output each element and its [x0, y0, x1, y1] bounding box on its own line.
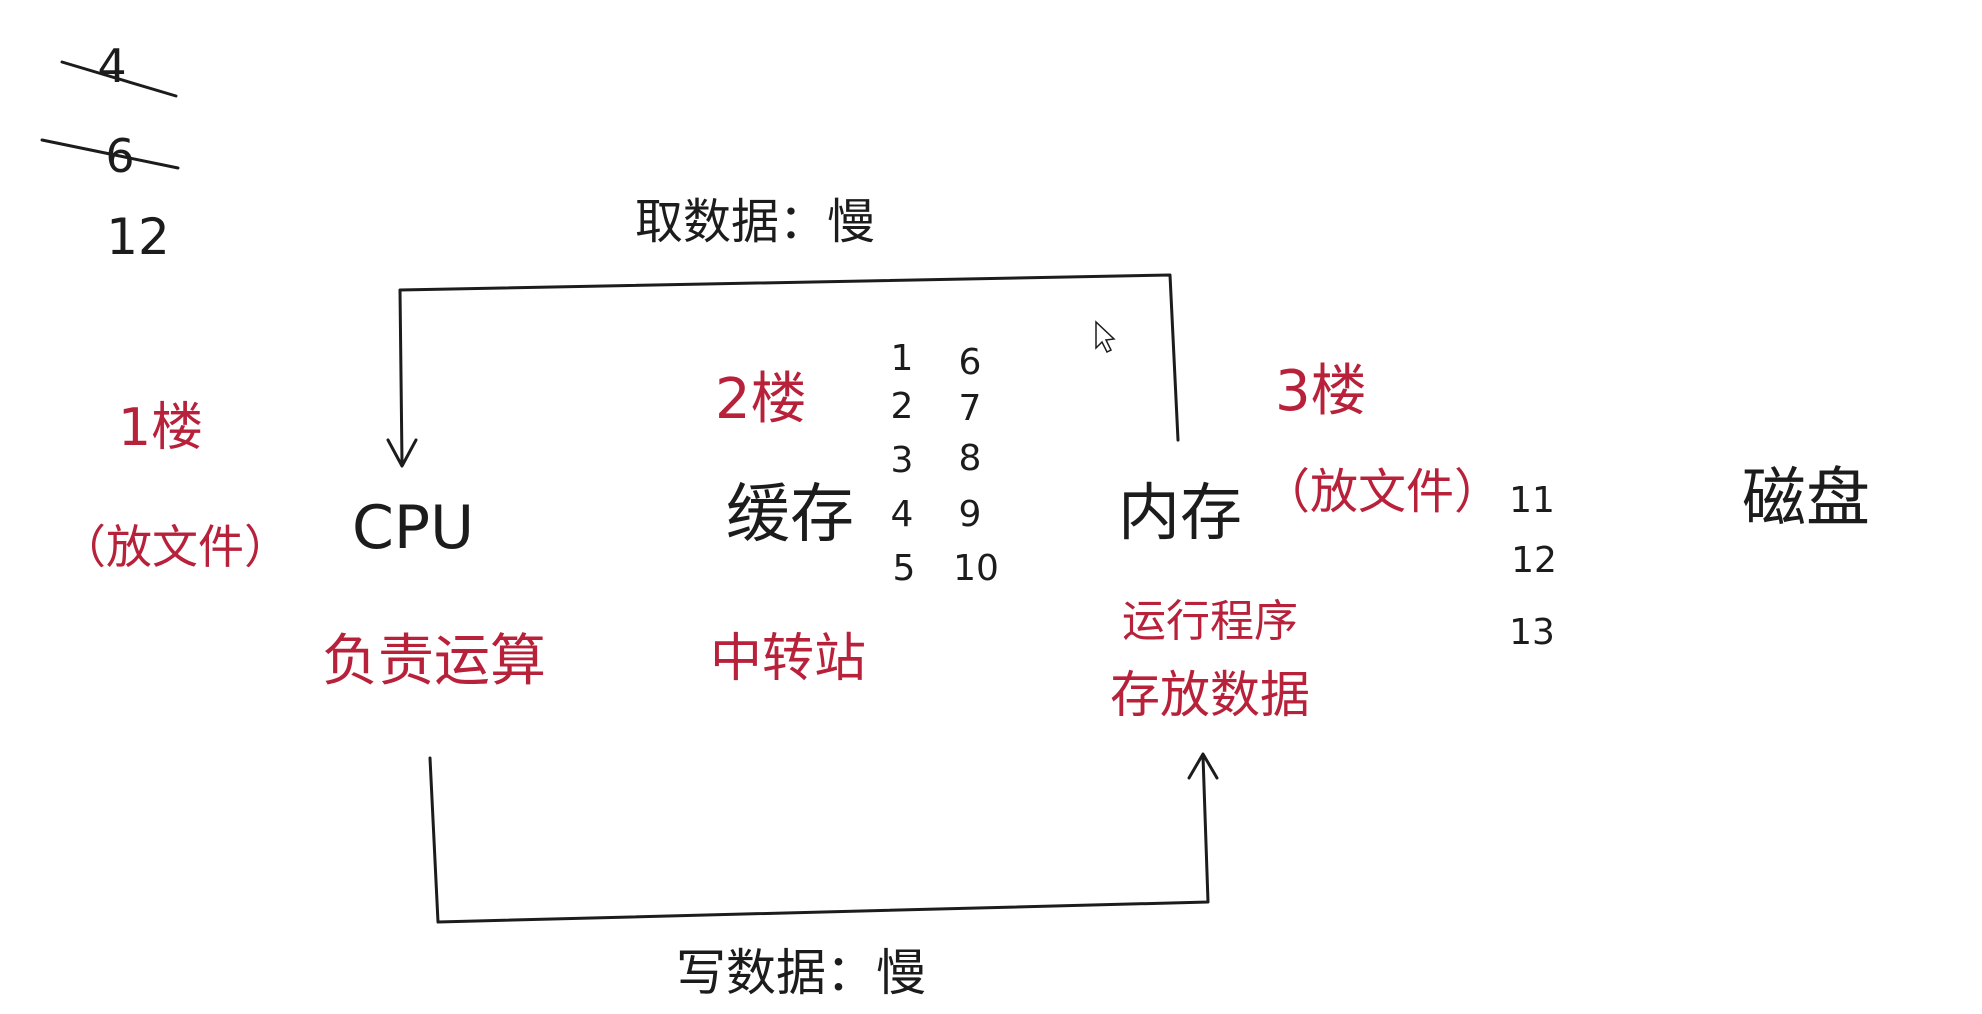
cache-number-grid: 1 2 3 4 5 6 7 8 9 10	[891, 338, 999, 589]
corner-number-first: 4	[97, 39, 126, 93]
fetch-arrow: 取数据：慢	[386, 194, 1180, 468]
memory-number: 12	[1511, 540, 1557, 581]
write-arrow-line	[428, 754, 1210, 924]
cache-number: 1	[891, 338, 914, 379]
cpu-floor-label: 1楼	[118, 398, 203, 458]
memory-floor-label: 3楼	[1275, 359, 1367, 424]
fetch-arrow-label: 取数据：慢	[635, 194, 875, 250]
memory-number: 11	[1509, 480, 1555, 521]
cache-role: 中转站	[710, 629, 866, 689]
cache-number: 5	[893, 548, 916, 589]
corner-numbers: 4 6 12	[40, 39, 180, 266]
cpu-label: CPU	[352, 493, 474, 563]
cpu-note: （放文件）	[60, 520, 290, 574]
cache-floor-label: 2楼	[715, 367, 807, 432]
cache-number: 6	[959, 342, 982, 383]
cache-number: 10	[953, 548, 999, 589]
memory-number: 13	[1509, 612, 1555, 653]
disk-label: 磁盘	[1742, 462, 1870, 536]
memory-node: 3楼 内存 （放文件） 运行程序 存放数据	[1110, 359, 1502, 724]
strike-line-first	[60, 60, 178, 98]
memory-number-list: 11 12 13	[1509, 480, 1557, 653]
fetch-arrow-line	[398, 273, 1180, 464]
write-arrow-head	[1187, 752, 1219, 780]
cache-label: 缓存	[726, 478, 854, 552]
memory-role-line2: 存放数据	[1110, 666, 1310, 724]
fetch-arrow-head	[386, 438, 418, 468]
cache-number: 3	[891, 440, 914, 481]
cache-number: 2	[891, 386, 914, 427]
memory-role-line1: 运行程序	[1122, 596, 1298, 647]
write-arrow-label: 写数据：慢	[676, 944, 926, 1002]
cache-node: 2楼 缓存 中转站	[710, 367, 866, 689]
cache-number: 7	[959, 388, 982, 429]
mouse-cursor-icon	[1095, 320, 1116, 354]
cache-number: 4	[891, 494, 914, 535]
cache-number: 8	[959, 438, 982, 479]
strike-line-second	[40, 138, 180, 170]
write-arrow: 写数据：慢	[428, 752, 1219, 1002]
cpu-node: 1楼 （放文件） CPU 负责运算	[60, 398, 546, 694]
memory-note: （放文件）	[1262, 464, 1502, 520]
cache-number: 9	[959, 494, 982, 535]
cpu-role: 负责运算	[322, 629, 546, 694]
memory-label: 内存	[1118, 476, 1242, 549]
disk-node: 磁盘	[1742, 462, 1870, 536]
corner-number-third: 12	[106, 208, 170, 266]
